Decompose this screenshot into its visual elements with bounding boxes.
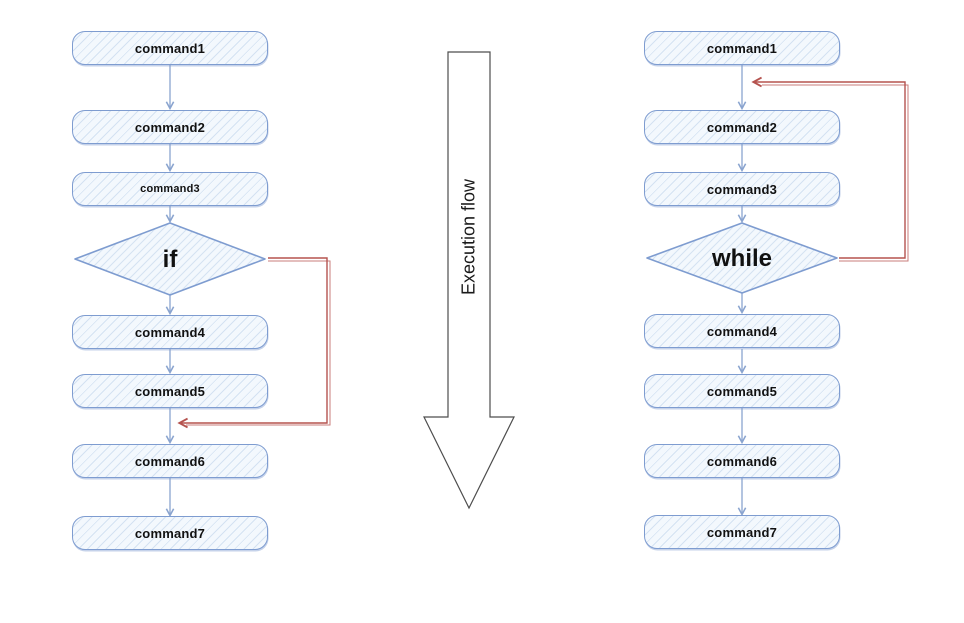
- node-command5: command5: [72, 374, 268, 408]
- node-command6: command6: [644, 444, 840, 478]
- if-jump-arrow: [177, 257, 331, 429]
- node-command7: command7: [644, 515, 840, 549]
- execution-flow-label: Execution flow: [458, 178, 479, 296]
- execution-flow-arrow: [423, 51, 515, 510]
- node-command2: command2: [72, 110, 268, 144]
- node-command5: command5: [644, 374, 840, 408]
- if-decision-diamond: [74, 222, 266, 296]
- node-command6: command6: [72, 444, 268, 478]
- while-decision-diamond: [646, 222, 838, 294]
- node-command1: command1: [644, 31, 840, 65]
- node-command3: command3: [644, 172, 840, 206]
- node-command7: command7: [72, 516, 268, 550]
- node-command3: command3: [72, 172, 268, 206]
- node-command4: command4: [644, 314, 840, 348]
- while-jump-arrow: [751, 76, 909, 262]
- node-command1: command1: [72, 31, 268, 65]
- node-command4: command4: [72, 315, 268, 349]
- if-label: if: [162, 246, 178, 273]
- node-command2: command2: [644, 110, 840, 144]
- while-label: while: [711, 245, 773, 272]
